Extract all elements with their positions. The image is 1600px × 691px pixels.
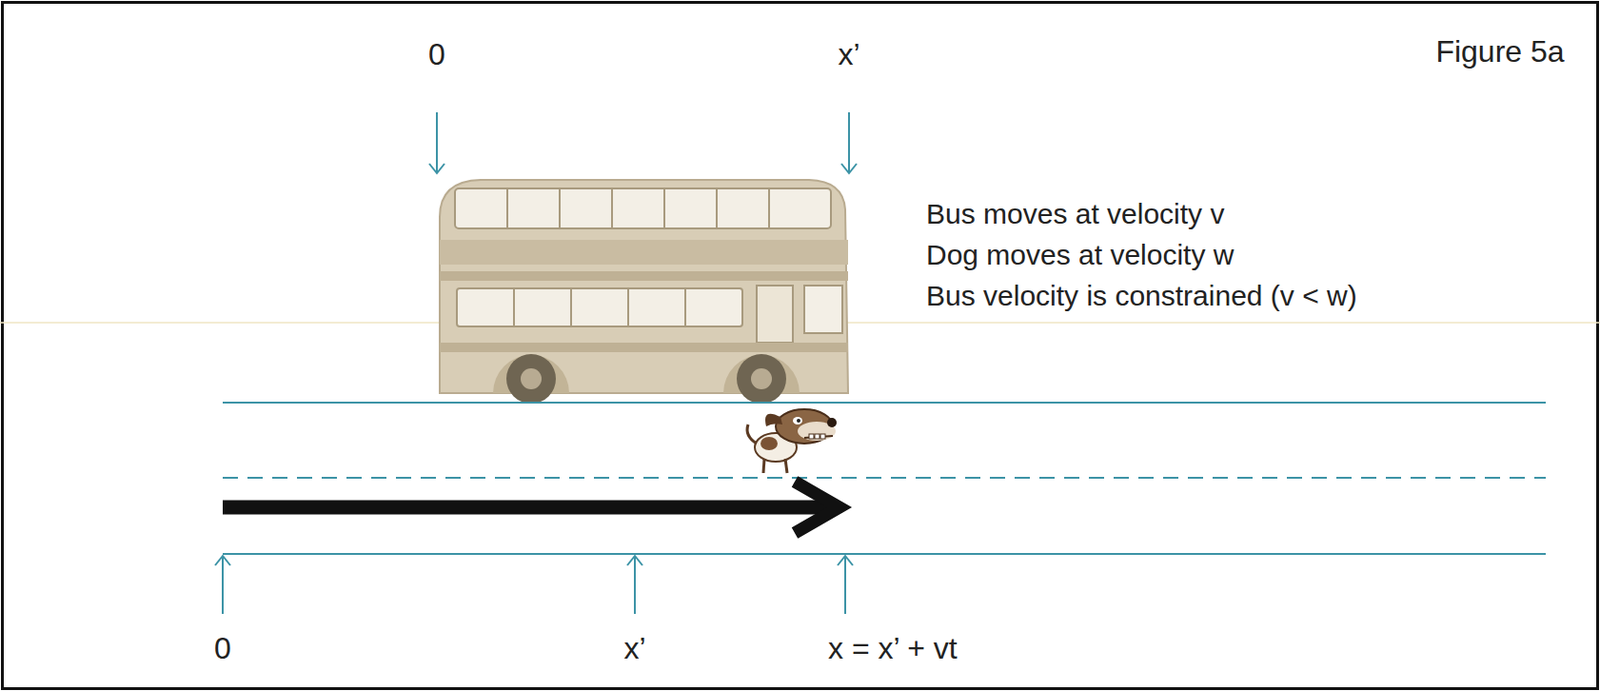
- note-text: Dog moves at velocity w: [926, 238, 1234, 273]
- displacement-arrow: [222, 481, 840, 534]
- bottom-pointer-arrows: [215, 555, 853, 614]
- top-pointer-arrows: [429, 112, 857, 174]
- equation-label: x = x’ + vt: [828, 631, 958, 667]
- dog-illustration: [747, 409, 837, 474]
- position-label: 0: [428, 37, 446, 73]
- position-label: x’: [623, 631, 646, 667]
- position-label: 0: [214, 631, 232, 667]
- road: [222, 402, 1546, 554]
- note-text: Bus moves at velocity v: [926, 197, 1225, 232]
- bus-illustration: [439, 179, 849, 404]
- note-text: Bus velocity is constrained (v < w): [926, 279, 1358, 314]
- figure-number: Figure 5a: [1435, 34, 1564, 70]
- position-label: x’: [837, 37, 860, 73]
